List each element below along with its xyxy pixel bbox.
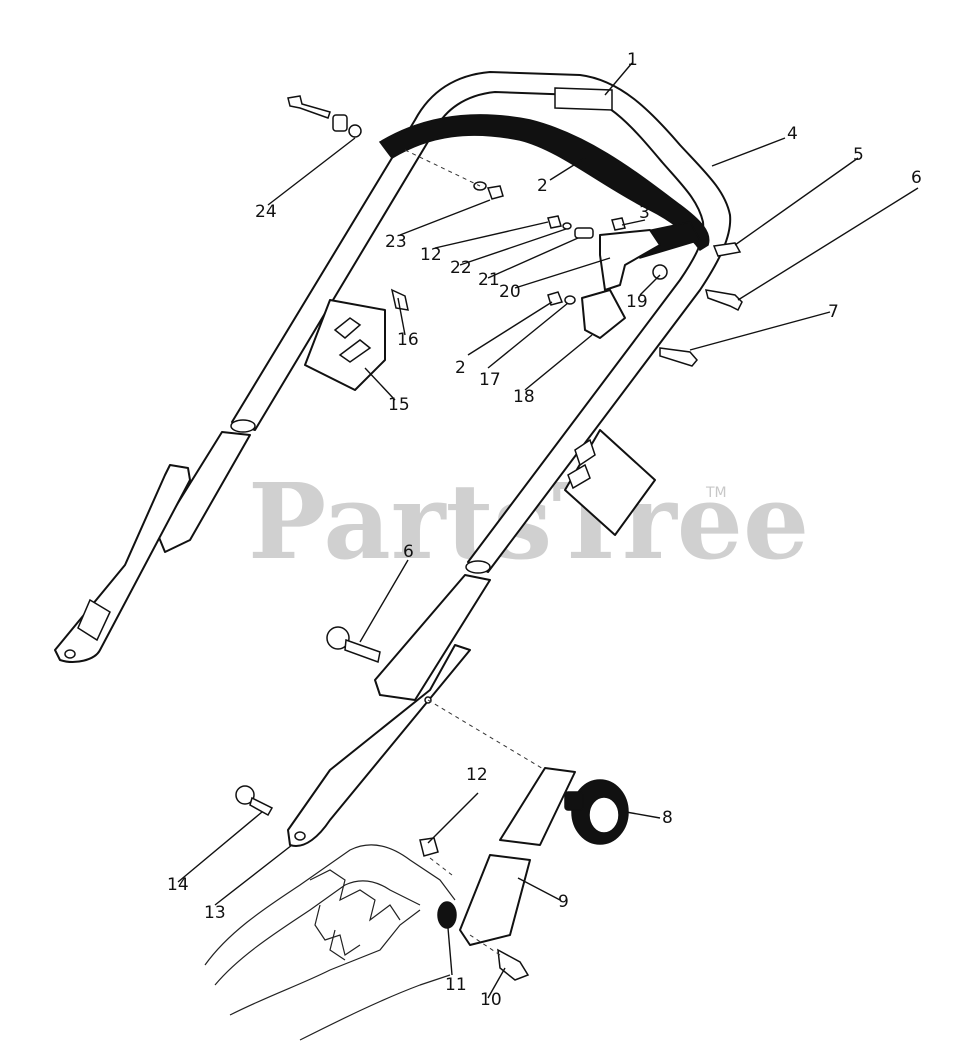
mower-deck-outline	[204, 844, 456, 1041]
callout-14: 14	[167, 875, 189, 895]
hand-grip	[554, 87, 613, 111]
callout-3: 3	[639, 203, 650, 223]
callout-18: 18	[513, 387, 535, 407]
callout-12-upper: 12	[420, 245, 442, 265]
adjuster-plate	[499, 767, 576, 846]
callout-8: 8	[662, 808, 673, 828]
callout-15: 15	[388, 395, 410, 415]
callout-6-upper: 6	[911, 168, 922, 188]
callout-4: 4	[787, 124, 798, 144]
callout-7: 7	[828, 302, 839, 322]
callout-2-cable: 2	[537, 176, 548, 196]
callout-13: 13	[204, 903, 226, 923]
callout-22: 22	[450, 258, 472, 278]
callout-16: 16	[397, 330, 419, 350]
callout-12-lower: 12	[466, 765, 488, 785]
callout-24: 24	[255, 202, 277, 222]
hardware	[235, 95, 743, 981]
leader-lines	[177, 62, 919, 999]
cable-guides	[304, 299, 656, 536]
watermark-trademark: TM	[705, 485, 727, 501]
left-lower-tubes	[54, 431, 251, 663]
callout-17: 17	[479, 370, 501, 390]
callout-10: 10	[480, 990, 502, 1010]
alignment-lines	[404, 149, 546, 956]
callout-11: 11	[445, 975, 467, 995]
watermark-text: PartsTree	[248, 460, 809, 583]
callout-2-nut: 2	[455, 358, 466, 378]
callout-5: 5	[853, 145, 864, 165]
handle-knob	[564, 779, 629, 845]
upper-left-tube-end	[230, 419, 256, 433]
callout-20: 20	[499, 282, 521, 302]
handle-bracket	[459, 854, 531, 946]
right-lower-tubes	[287, 574, 491, 847]
upper-handle	[230, 71, 732, 574]
callout-1: 1	[627, 50, 638, 70]
cable-guide-left	[304, 299, 386, 391]
upper-right-tube-end	[465, 560, 491, 574]
callout-21: 21	[478, 270, 500, 290]
callout-23: 23	[385, 232, 407, 252]
callout-6-lower: 6	[403, 542, 414, 562]
lower-bracket-assembly	[459, 767, 629, 946]
callout-labels: 1 2 3 4 5 6 7 8 9 10 11 12 12 13 14 15 1…	[167, 50, 922, 1010]
callout-9: 9	[558, 892, 569, 912]
callout-19: 19	[626, 292, 648, 312]
